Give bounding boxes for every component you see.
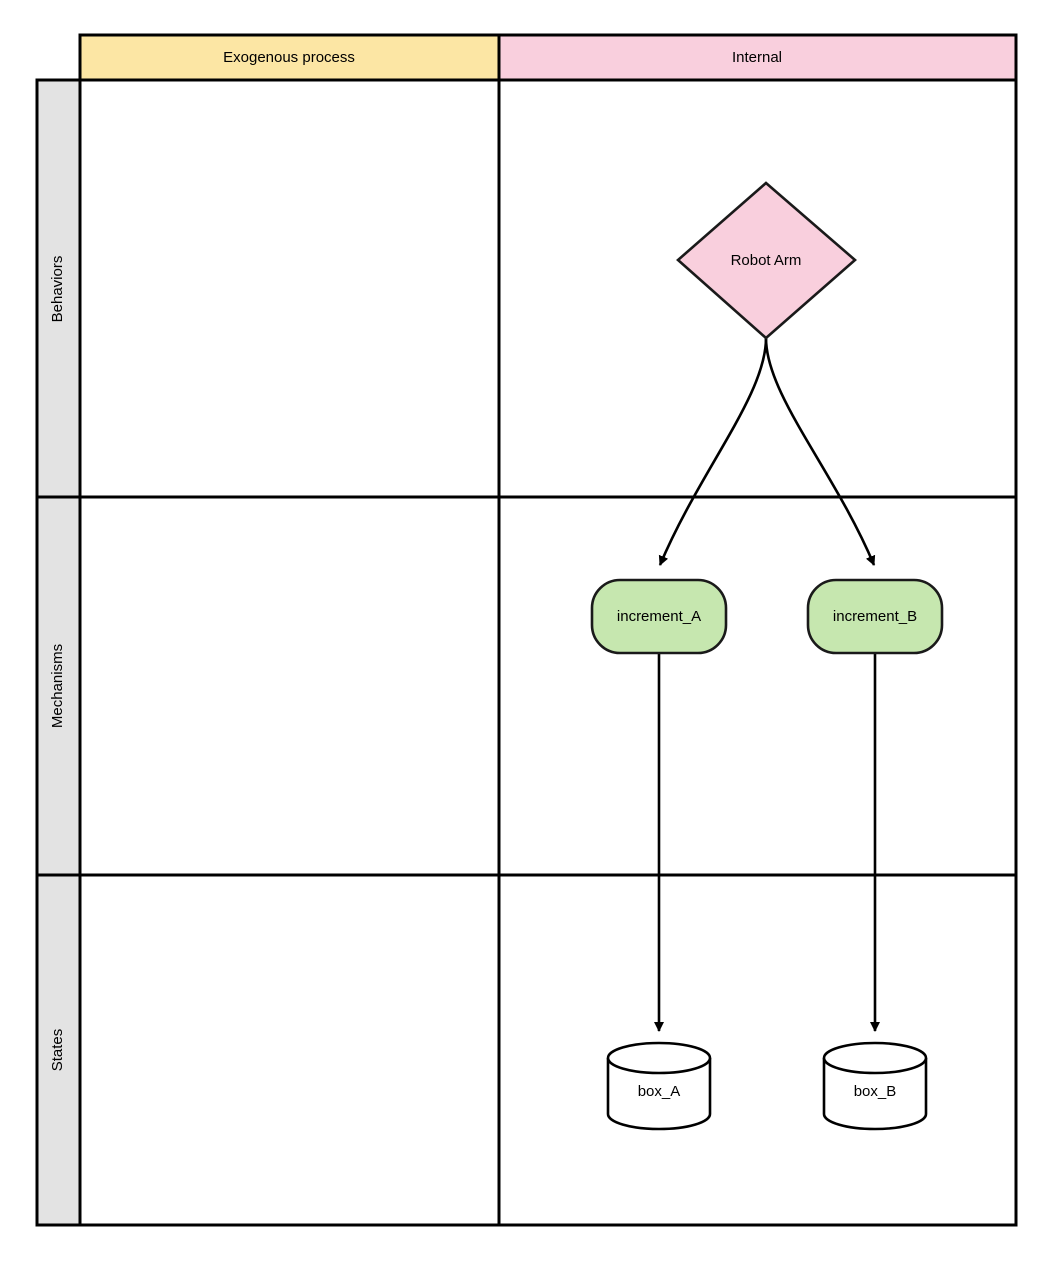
node-robot-arm[interactable]: Robot Arm	[676, 181, 857, 340]
column-header-internal-label: Internal	[732, 49, 782, 66]
rounded-rect-shape	[590, 578, 728, 655]
column-header-exogenous-label: Exogenous process	[223, 49, 355, 66]
node-box-b-label: box_B	[854, 1083, 897, 1100]
edge-robot-arm-to-increment-b	[764, 337, 876, 566]
cylinder-top	[822, 1041, 928, 1075]
column-header-internal[interactable]: Internal	[497, 33, 1018, 82]
node-increment-a-label: increment_A	[617, 608, 701, 625]
row-header-states-label: States	[49, 1029, 66, 1072]
node-box-a-label: box_A	[638, 1083, 681, 1100]
lane-cell-exogenous-states	[78, 873, 501, 1227]
row-header-behaviors[interactable]: Behaviors	[35, 78, 82, 499]
pool-grid: Exogenous process Internal Behaviors Mec…	[35, 33, 1018, 1227]
row-header-behaviors-label: Behaviors	[49, 256, 66, 323]
column-header-exogenous-fill	[78, 33, 501, 82]
edge-layer	[654, 337, 880, 1032]
row-header-mechanisms[interactable]: Mechanisms	[35, 495, 82, 877]
row-header-mechanisms-label: Mechanisms	[49, 644, 66, 728]
row-header-behaviors-fill	[35, 78, 82, 499]
node-increment-b-label: increment_B	[833, 608, 917, 625]
node-box-a[interactable]: box_A	[606, 1041, 712, 1131]
column-header-exogenous[interactable]: Exogenous process	[78, 33, 501, 82]
lane-cell-internal-mechanisms	[497, 495, 1018, 877]
diamond-shape	[676, 181, 857, 340]
lane-cell-exogenous-behaviors	[78, 78, 501, 499]
node-increment-a[interactable]: increment_A	[590, 578, 728, 655]
node-increment-b[interactable]: increment_B	[806, 578, 944, 655]
cylinder-body	[606, 1058, 712, 1131]
cylinder-body	[822, 1058, 928, 1131]
node-robot-arm-label: Robot Arm	[731, 252, 802, 269]
lane-cell-internal-states	[497, 873, 1018, 1227]
lane-cell-exogenous-mechanisms	[78, 495, 501, 877]
cylinder-top	[606, 1041, 712, 1075]
row-header-states[interactable]: States	[35, 873, 82, 1227]
edge-robot-arm-to-increment-a	[658, 337, 768, 566]
node-box-b[interactable]: box_B	[822, 1041, 928, 1131]
row-header-states-fill	[35, 873, 82, 1227]
rounded-rect-shape	[806, 578, 944, 655]
